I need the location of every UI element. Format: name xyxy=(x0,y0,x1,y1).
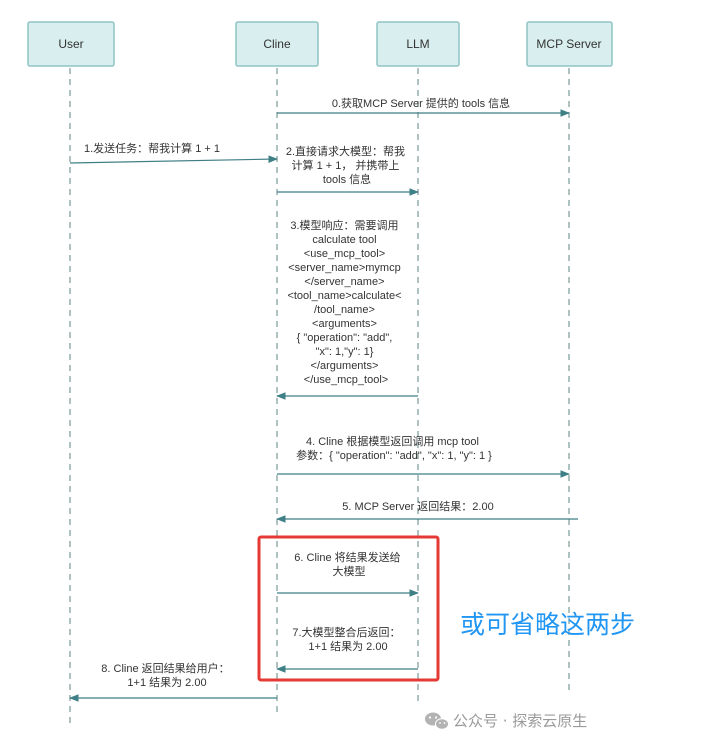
optional-steps-highlight xyxy=(257,535,440,682)
message-8-label: 8. Cline 返回结果给用户： 1+1 结果为 2.00 xyxy=(101,661,232,689)
participant-user: User xyxy=(27,21,115,67)
participant-llm-label: LLM xyxy=(406,37,429,51)
participant-cline-label: Cline xyxy=(263,37,291,51)
participant-cline: Cline xyxy=(235,21,319,67)
wechat-icon xyxy=(425,712,449,730)
participant-mcp-server: MCP Server xyxy=(526,21,613,67)
participant-llm: LLM xyxy=(376,21,460,67)
message-5-label: 5. MCP Server 返回结果：2.00 xyxy=(342,500,493,513)
message-2-label: 2.直接请求大模型：帮我 计算 1 + 1， 并携带上 tools 信息 xyxy=(286,144,408,186)
watermark: 公众号 · 探索云原生 xyxy=(425,712,587,730)
message-3-label: 3.模型响应：需要调用 calculate tool <use_mcp_tool… xyxy=(287,218,404,386)
participant-user-label: User xyxy=(58,37,83,51)
message-6-label: 6. Cline 将结果发送给 大模型 xyxy=(294,550,403,578)
watermark-text: 公众号 · 探索云原生 xyxy=(453,712,587,730)
message-0-label: 0.获取MCP Server 提供的 tools 信息 xyxy=(332,96,510,110)
message-4-label: 4. Cline 根据模型返回调用 mcp tool 参数：{ "operati… xyxy=(296,434,492,462)
message-7-label: 7.大模型整合后返回： 1+1 结果为 2.00 xyxy=(292,625,403,653)
message-1-label: 1.发送任务：帮我计算 1 + 1 xyxy=(84,141,220,155)
participant-mcp-server-label: MCP Server xyxy=(536,37,601,51)
optional-steps-annotation: 或可省略这两步 xyxy=(460,610,635,639)
message-1-arrow xyxy=(69,155,278,164)
